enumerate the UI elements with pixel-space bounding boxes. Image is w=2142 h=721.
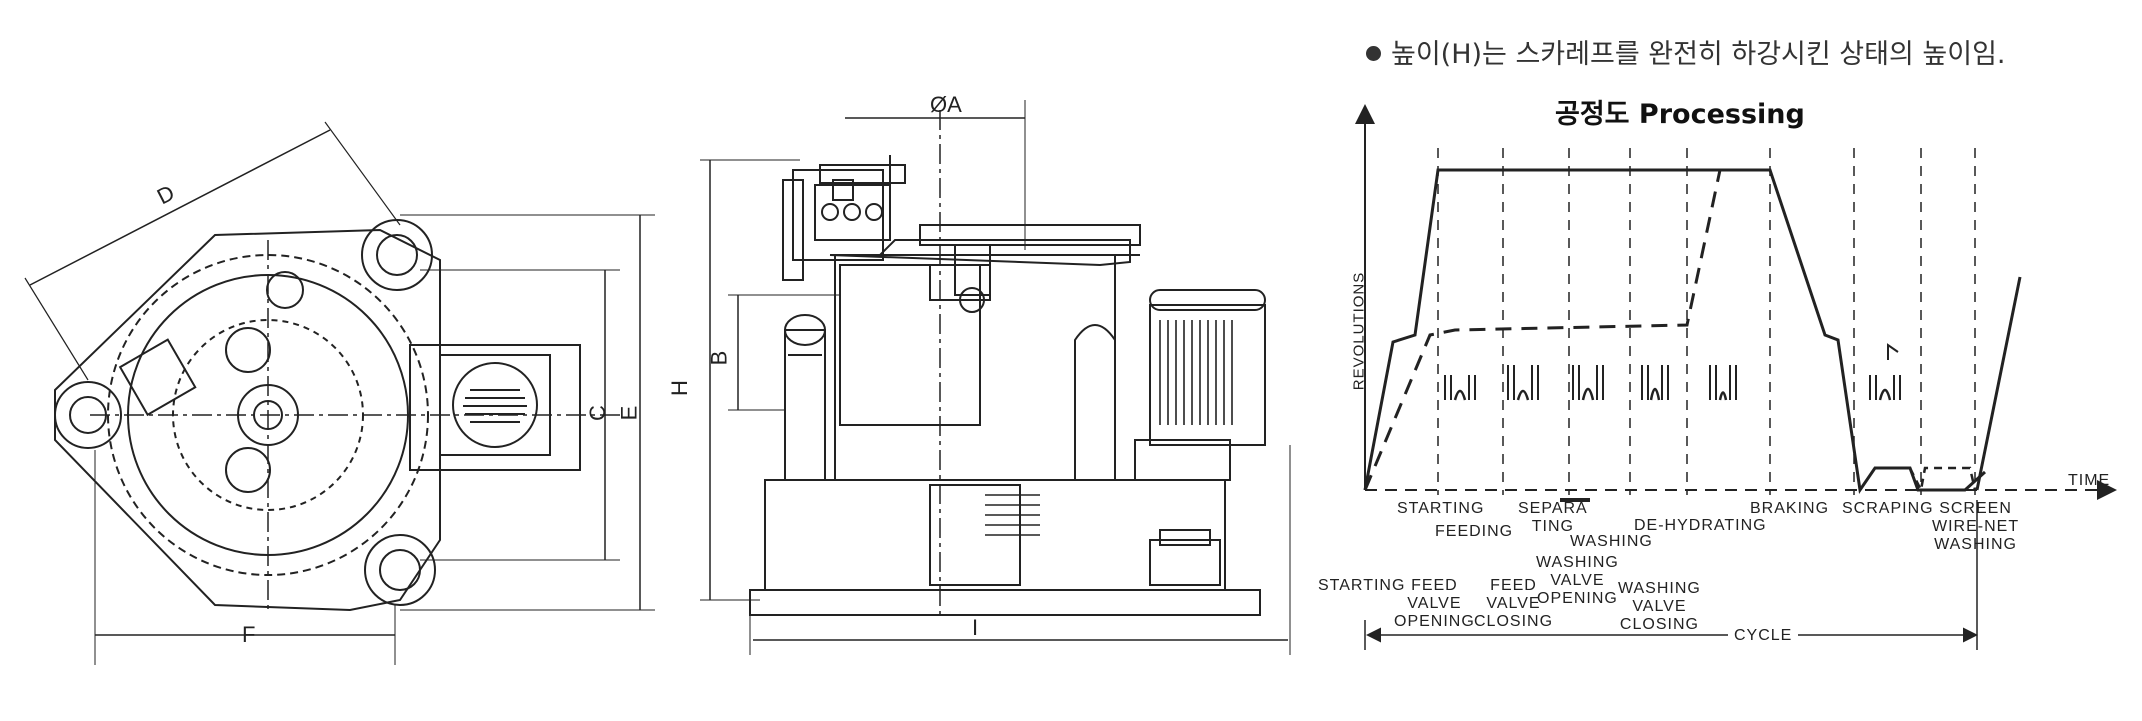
phase-starting: STARTING bbox=[1397, 500, 1485, 517]
x-axis-label: TIME bbox=[2068, 472, 2111, 489]
event-washing-valve-opening: WASHING VALVE OPENING bbox=[1536, 554, 1619, 607]
event-feed-valve-closing: FEED VALVE CLOSING bbox=[1474, 577, 1554, 630]
top-view-drawing bbox=[24, 121, 655, 665]
leg-top bbox=[361, 219, 433, 291]
phase-feeding: FEEDING bbox=[1435, 523, 1514, 540]
event-washing-valve-closing: WASHING VALVE CLOSING bbox=[1618, 580, 1701, 633]
event-feed-valve-opening: FEED VALVE OPENING bbox=[1394, 577, 1475, 630]
phase-screen-washing: SCREEN WIRE-NET WASHING bbox=[1932, 500, 2020, 553]
dim-h-label: H bbox=[666, 380, 692, 396]
phase-washing: WASHING bbox=[1570, 533, 1653, 550]
phase-dehydrating: DE-HYDRATING bbox=[1634, 517, 1767, 534]
height-note: 높이(H)는 스카레프를 완전히 하강시킨 상태의 높이임. bbox=[1366, 32, 2006, 71]
processing-diagram bbox=[1355, 104, 2117, 650]
phase-braking: BRAKING bbox=[1750, 500, 1830, 517]
phase-separating: SEPARA TING bbox=[1518, 500, 1588, 535]
bullet-icon bbox=[1366, 46, 1381, 61]
dim-e-label: E bbox=[616, 405, 642, 421]
motor-circle bbox=[452, 362, 538, 448]
side-view-drawing bbox=[700, 100, 1291, 655]
dim-f-label: F bbox=[242, 622, 256, 647]
revolution-curve bbox=[1363, 168, 1987, 495]
processing-title: 공정도 Processing bbox=[1555, 99, 1805, 130]
dim-a-label: ØA bbox=[930, 92, 962, 117]
motor-block bbox=[1149, 304, 1266, 446]
height-note-text: 높이(H)는 스카레프를 완전히 하강시킨 상태의 높이임. bbox=[1391, 39, 2006, 70]
dim-c-label: C bbox=[584, 405, 610, 421]
cycle-label: CYCLE bbox=[1728, 627, 1799, 645]
dim-i-label: I bbox=[972, 615, 979, 640]
motor-pedestal bbox=[1074, 324, 1116, 481]
feed-curve bbox=[1363, 169, 1722, 491]
event-starting: STARTING bbox=[1318, 577, 1406, 594]
base-plate bbox=[749, 589, 1261, 616]
leg-left bbox=[54, 381, 122, 449]
dim-b-label: B bbox=[706, 350, 732, 366]
y-axis-label: REVOLUTIONS bbox=[1350, 271, 1368, 391]
phase-scraping: SCRAPING bbox=[1842, 500, 1934, 517]
leg-bottom bbox=[364, 534, 436, 606]
